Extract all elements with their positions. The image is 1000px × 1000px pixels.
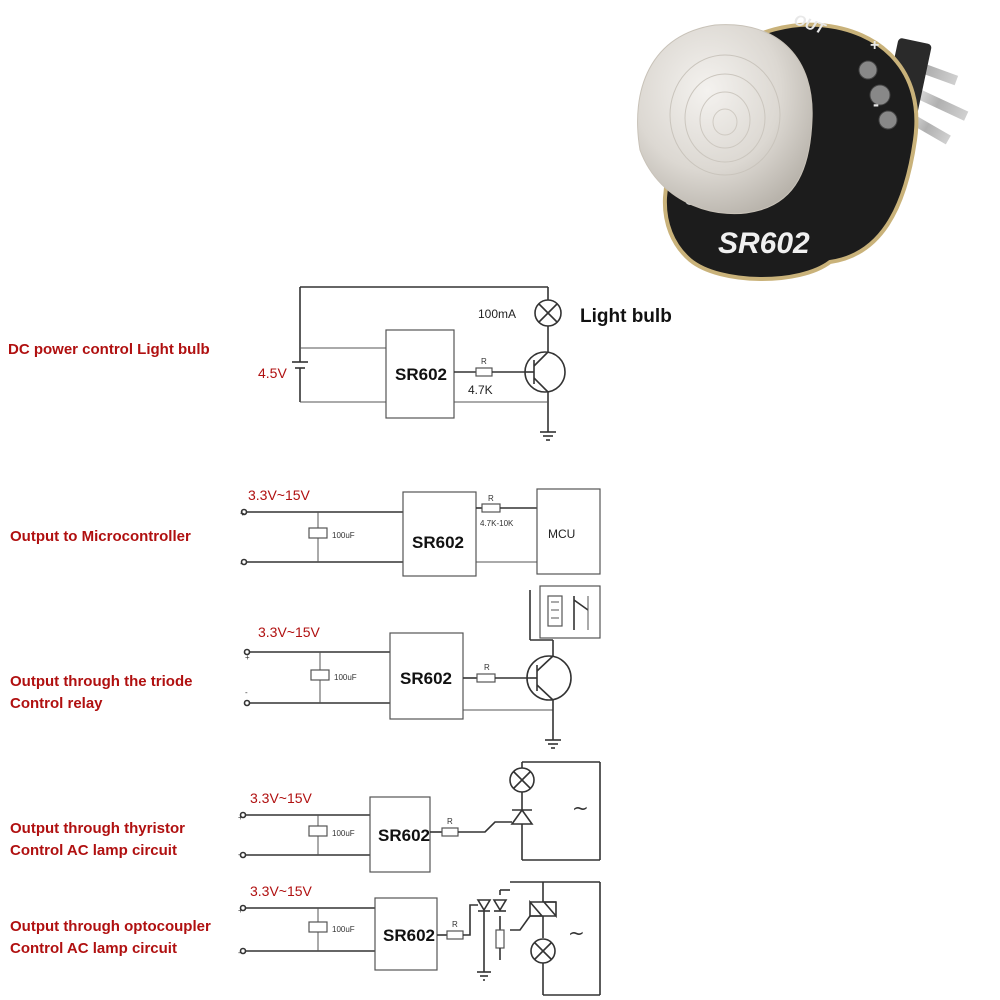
circuit-4-capacitor-label: 100uF [332,829,355,838]
circuit-1-current: 100mA [478,307,516,321]
circuit-5-capacitor-label: 100uF [332,925,355,934]
circuit-5-title-line1: Output through optocoupler [10,918,211,935]
circuit-5-sr602-box [374,897,438,971]
circuit-5-lamp-icon [530,938,556,964]
pad-out [858,60,878,80]
circuit-1-resistor-label: R [481,357,487,366]
circuit-5-ground-icon [477,971,491,981]
circuit-4-thyristor-icon [510,808,534,825]
circuit-5-optocoupler-icon [476,890,508,972]
circuit-1-lamp-icon [534,299,562,327]
circuit-5-capacitor [308,921,328,933]
circuit-3-voltage: 3.3V~15V [258,624,321,640]
svg-text:-: - [245,688,248,697]
circuit-1-resistor [475,367,493,377]
circuit-5-voltage: 3.3V~15V [250,883,313,899]
circuit-2-mcu-box [536,488,601,575]
pin-minus-label: - [873,94,879,114]
circuit-2-capacitor [308,527,328,539]
circuit-2-title: Output to Microcontroller [10,528,191,545]
circuit-4-terminal-plus [239,811,247,819]
circuit-5-terminal-minus [239,947,247,955]
circuit-3-title-line1: Output through the triode [10,673,192,690]
circuit-4-sr602-box [369,796,431,873]
circuit-3-terminal-plus [243,648,251,656]
circuit-2-capacitor-label: 100uF [332,531,355,540]
circuit-1-title: DC power control Light bulb [8,341,210,358]
module-name: SR602 [718,227,810,260]
circuit-4-voltage: 3.3V~15V [250,790,313,806]
circuit-2-mcu-label: MCU [548,527,575,541]
svg-text:+: + [245,653,250,662]
circuit-4-ac-symbol: ~ [572,796,589,820]
circuit-5-terminal-plus [239,904,247,912]
circuit-4-lamp-icon [509,767,535,793]
circuit-3-sr602-box [389,632,464,720]
circuit-dc-light-bulb: DC power control Light bulb 4.5V SR602 R… [8,286,672,441]
circuit-3-module-label: SR602 [400,669,452,688]
circuit-3-capacitor [310,669,330,681]
fresnel-lens-dome [637,24,813,215]
circuit-1-transistor-icon [524,351,566,393]
circuit-2-voltage: 3.3V~15V [248,487,311,503]
circuit-5-triac-icon [510,899,557,931]
svg-text:-: - [238,948,241,957]
circuit-4-title-line2: Control AC lamp circuit [10,842,177,859]
circuit-mcu: Output to Microcontroller 3.3V~15V + - 1… [10,487,601,577]
circuit-thyristor: Output through thyristor Control AC lamp… [10,761,601,873]
circuit-1-voltage: 4.5V [258,365,287,381]
sr602-module-image: OUT + - SR602 [637,11,969,281]
circuit-1-ground-icon [540,431,556,441]
svg-text:-: - [238,850,241,859]
circuit-3-ground-icon [545,739,561,749]
circuit-1-load-label: Light bulb [580,306,672,327]
circuit-relay: Output through the triode Control relay … [10,585,601,749]
circuit-2-sr602-box [402,491,477,577]
circuit-3-resistor-label: R [484,663,490,672]
circuit-2-resistor-value: 4.7K-10K [480,519,514,528]
circuit-4-module-label: SR602 [378,826,430,845]
svg-text:+: + [238,906,243,915]
circuit-4-terminal-minus [239,851,247,859]
pin-plus-label: + [870,37,879,54]
pad-minus [878,110,898,130]
circuit-1-sr602-box [385,329,455,419]
circuit-2-module-label: SR602 [412,533,464,552]
circuit-5-resistor-label: R [452,920,458,929]
circuit-2-resistor-label: R [488,494,494,503]
circuit-2-resistor [481,503,501,513]
circuit-3-terminal-minus [243,699,251,707]
circuit-4-capacitor [308,825,328,837]
circuit-1-resistor-value: 4.7K [468,383,493,397]
circuit-3-capacitor-label: 100uF [334,673,357,682]
circuit-4-resistor [441,827,459,837]
circuit-3-transistor-icon [526,655,572,701]
circuit-optocoupler: Output through optocoupler Control AC la… [10,881,601,996]
circuit-1-module-label: SR602 [395,365,447,384]
svg-text:+: + [238,813,243,822]
circuit-3-resistor [476,673,496,683]
circuit-5-ac-symbol: ~ [568,921,585,945]
circuit-2-terminal-minus [240,558,248,566]
circuit-4-resistor-label: R [447,817,453,826]
circuit-5-title-line2: Control AC lamp circuit [10,940,177,957]
circuit-5-module-label: SR602 [383,926,435,945]
circuit-5-resistor [446,930,464,940]
pad-plus [869,84,891,106]
circuit-4-title-line1: Output through thyristor [10,820,185,837]
circuit-3-title-line2: Control relay [10,695,103,712]
circuit-3-relay-icon [529,585,601,641]
circuit-2-terminal-plus [240,508,248,516]
